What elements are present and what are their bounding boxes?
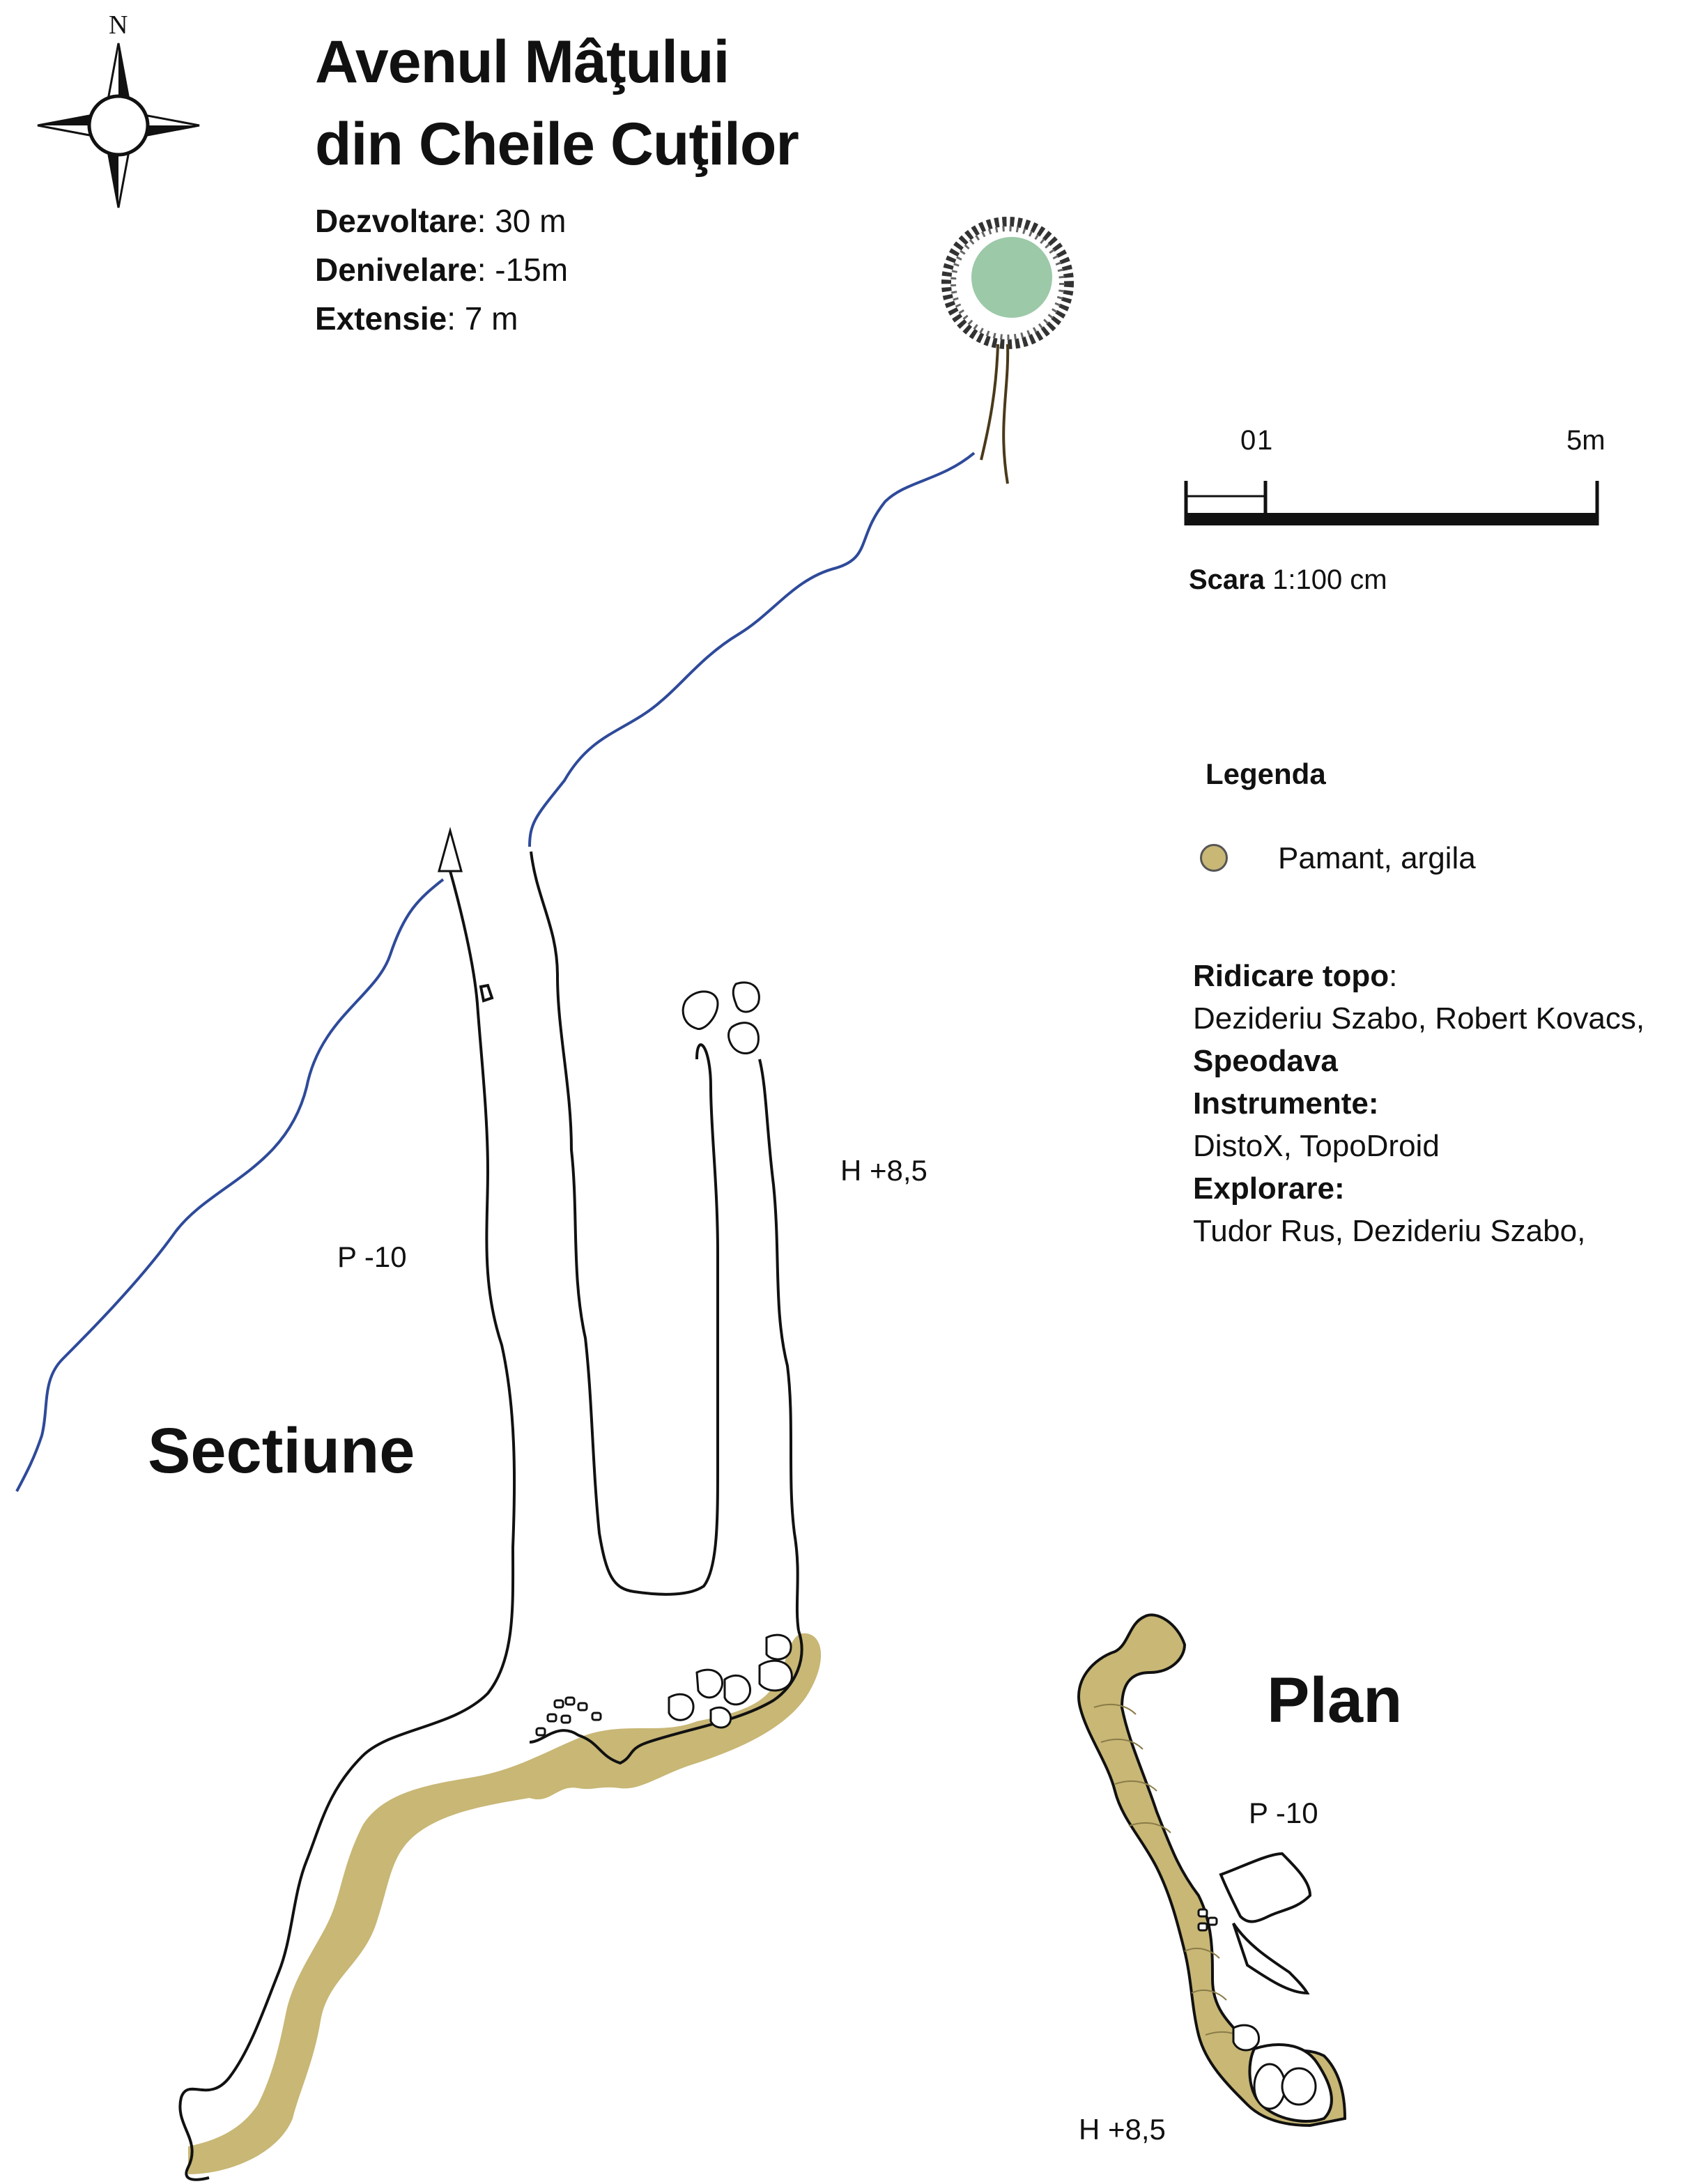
credits-exploration-heading: Explorare: (1193, 1171, 1345, 1206)
credits-survey-heading: Ridicare topo: (1193, 959, 1398, 993)
map-title-line2: din Cheile Cuţilor (315, 111, 799, 178)
scale-tick-0: 0 (1240, 425, 1256, 456)
credits-instruments: DistoX, TopoDroid (1193, 1129, 1440, 1163)
stat-development: Dezvoltare: 30 m (315, 203, 567, 239)
plan-chimney-label: H +8,5 (1079, 2113, 1166, 2146)
credits-club: Speodava (1193, 1044, 1338, 1078)
credits-instruments-heading: Instrumente: (1193, 1086, 1379, 1121)
scale-tick-5: 5m (1566, 425, 1606, 456)
stat-extension: Extensie: 7 m (315, 300, 518, 337)
credits-explorers: Tudor Rus, Dezideriu Szabo, (1193, 1214, 1586, 1248)
compass-north-label: N (109, 10, 128, 40)
tree-icon (941, 217, 1074, 484)
map-title: Avenul Mâţului din Cheile Cuţilor (315, 21, 799, 185)
plan-contours (1093, 1703, 1248, 2043)
entrance-arrow-icon (438, 826, 463, 872)
stat-depth: Denivelare: -15m (315, 252, 569, 288)
section-title: Sectiune (148, 1415, 415, 1486)
surface-line-left (15, 878, 445, 1492)
plan-shaft-label: P -10 (1249, 1797, 1318, 1829)
plan-title: Plan (1267, 1665, 1403, 1736)
legend-title: Legenda (1206, 758, 1326, 790)
scale-bar (1184, 481, 1599, 525)
section-chimney-label: H +8,5 (840, 1154, 927, 1187)
section-blocks (535, 981, 793, 1737)
cave-stats: Dezvoltare: 30 m Denivelare: -15m Extens… (315, 197, 568, 343)
section-clay-floor (188, 1633, 822, 2174)
credits: Ridicare topo: Dezideriu Szabo, Robert K… (1193, 955, 1645, 1252)
map-title-line1: Avenul Mâţului (315, 29, 730, 95)
credits-survey-names: Dezideriu Szabo, Robert Kovacs, (1193, 1001, 1645, 1036)
legend-clay-label: Pamant, argila (1278, 841, 1476, 875)
surface-line-right (528, 452, 976, 847)
section-cave-walls (178, 851, 803, 2181)
plan-blocks (1197, 1908, 1317, 2110)
section-shaft-label: P -10 (337, 1240, 407, 1273)
compass-rose-icon (37, 43, 200, 208)
scale-tick-1: 1 (1257, 425, 1273, 456)
legend-clay-swatch (1200, 844, 1228, 872)
scale-caption: Scara 1:100 cm (1189, 564, 1387, 595)
